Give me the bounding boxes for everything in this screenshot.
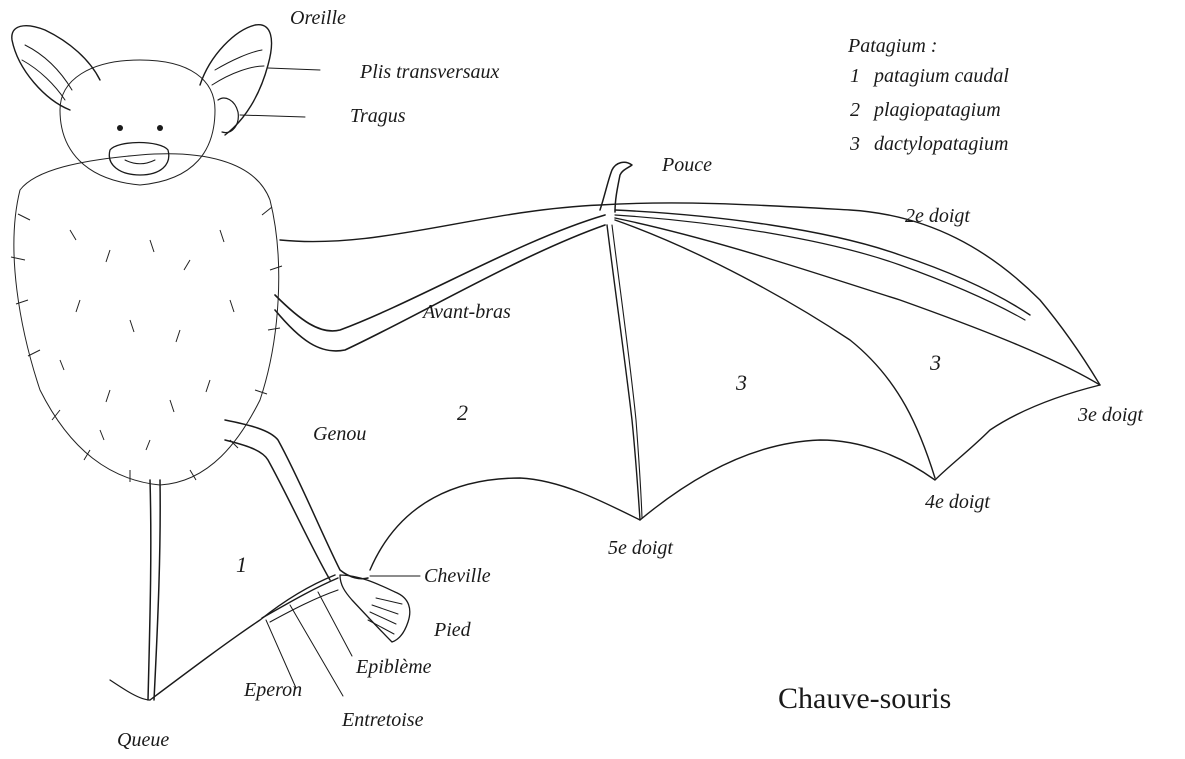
legend-item-1-label: patagium caudal <box>874 65 1009 87</box>
leader-plis <box>268 68 320 70</box>
leader-epibleme <box>318 592 352 656</box>
label-4e-doigt: 4e doigt <box>925 492 990 512</box>
region-number-3a: 3 <box>736 372 747 394</box>
label-tragus: Tragus <box>350 106 406 126</box>
label-pied: Pied <box>434 620 471 640</box>
digit-3 <box>615 218 1100 385</box>
wing-membrane-outline <box>280 203 1100 570</box>
fur-strokes <box>11 207 282 482</box>
label-entretoise: Entretoise <box>342 710 423 730</box>
diagram-title: Chauve-souris <box>778 684 951 714</box>
region-number-3b: 3 <box>930 352 941 374</box>
legend-item-3-number: 3 <box>850 134 874 154</box>
region-number-1: 1 <box>236 554 247 576</box>
digit-5 <box>607 225 640 520</box>
digit-4 <box>615 220 935 478</box>
legend-heading: Patagium : <box>848 36 937 56</box>
label-3e-doigt: 3e doigt <box>1078 405 1143 425</box>
right-ear <box>200 25 272 135</box>
legend-item-3-label: dactylopatagium <box>874 133 1008 155</box>
legend-item-2-number: 2 <box>850 100 874 120</box>
label-queue: Queue <box>117 730 169 750</box>
leader-tragus <box>240 115 305 117</box>
legend-item-2-label: plagiopatagium <box>874 99 1001 121</box>
label-5e-doigt: 5e doigt <box>608 538 673 558</box>
label-plis-transversaux: Plis transversaux <box>360 62 499 82</box>
head <box>60 60 215 185</box>
leader-eperon <box>266 620 296 688</box>
label-epibleme: Epiblème <box>356 657 432 677</box>
label-eperon: Eperon <box>244 680 302 700</box>
label-cheville: Cheville <box>424 566 491 586</box>
legend-item-1-number: 1 <box>850 66 874 86</box>
body-fur <box>14 154 279 485</box>
label-genou: Genou <box>313 424 366 444</box>
label-oreille: Oreille <box>290 8 346 28</box>
foot <box>340 575 410 642</box>
tail <box>148 480 151 700</box>
region-number-2: 2 <box>457 402 468 424</box>
label-pouce: Pouce <box>662 155 712 175</box>
label-avant-bras: Avant-bras <box>423 302 511 322</box>
tragus <box>218 98 238 132</box>
label-2e-doigt: 2e doigt <box>905 206 970 226</box>
tail-membrane-outline <box>150 575 335 700</box>
snout <box>109 143 168 176</box>
calcar <box>262 578 338 618</box>
